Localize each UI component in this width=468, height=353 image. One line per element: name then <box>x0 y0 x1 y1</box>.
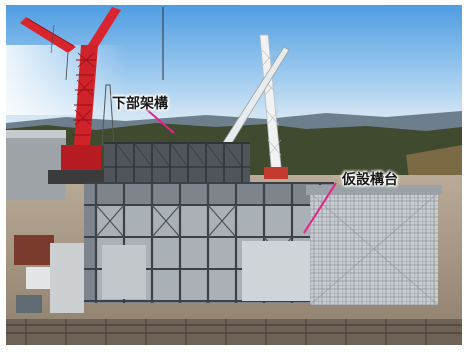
construction-photo: 下部架構 仮設構台 <box>6 5 462 345</box>
temporary-platform-scaffolding <box>306 185 442 306</box>
callout-lower-frame-label: 下部架構 <box>112 96 168 112</box>
tower-crane-right <box>259 34 288 179</box>
construction-site-scene <box>6 5 462 345</box>
callout-temporary-platform-label: 仮設構台 <box>342 172 398 188</box>
left-site-roof <box>6 130 66 138</box>
foreground-fence <box>6 319 462 345</box>
site-materials <box>14 235 84 313</box>
crawler-crane-red <box>20 7 121 184</box>
left-site-buildings <box>6 130 66 200</box>
fence-posts <box>25 319 427 345</box>
main-steel-structure <box>84 182 334 303</box>
